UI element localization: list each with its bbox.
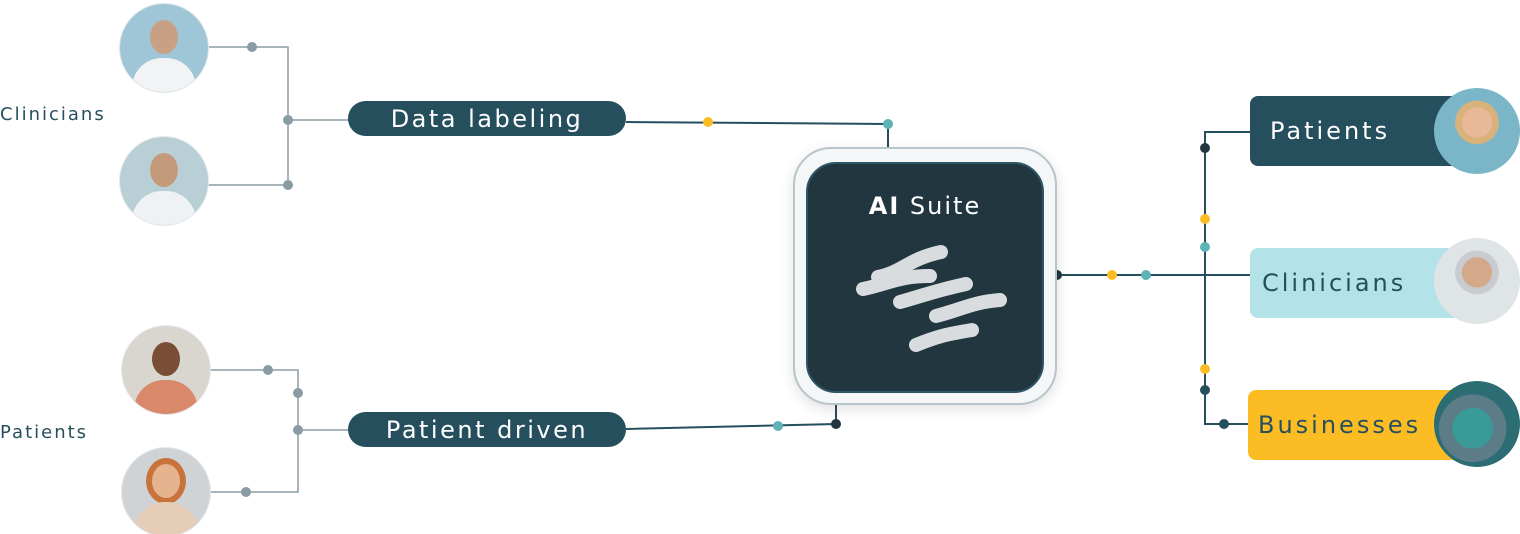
- patient-photo-2: [121, 447, 211, 534]
- target-clinicians-label: Clinicians: [1262, 269, 1407, 297]
- group-label-clinicians: Clinicians: [0, 104, 106, 125]
- target-clinicians: Clinicians: [1250, 248, 1470, 318]
- clinician-photo-2: [119, 136, 209, 226]
- patient-photo-1: [121, 325, 211, 415]
- clinician-target-photo: [1434, 238, 1520, 324]
- ai-suite-logo-icon: [856, 245, 1007, 352]
- patient-target-photo: [1434, 88, 1520, 174]
- target-patients: Patients: [1250, 96, 1470, 166]
- target-businesses-label: Businesses: [1258, 411, 1422, 439]
- business-target-photo: [1434, 381, 1520, 467]
- ai-suite-title: AI Suite: [868, 192, 982, 220]
- data-labeling-pill: Data labeling: [348, 101, 626, 136]
- clinician-photo-1: [119, 3, 209, 93]
- ai-suite-card: AI Suite: [806, 162, 1044, 393]
- patient-driven-pill: Patient driven: [348, 412, 626, 447]
- target-businesses: Businesses: [1248, 390, 1470, 460]
- target-patients-label: Patients: [1270, 117, 1391, 145]
- group-label-patients: Patients: [0, 422, 89, 443]
